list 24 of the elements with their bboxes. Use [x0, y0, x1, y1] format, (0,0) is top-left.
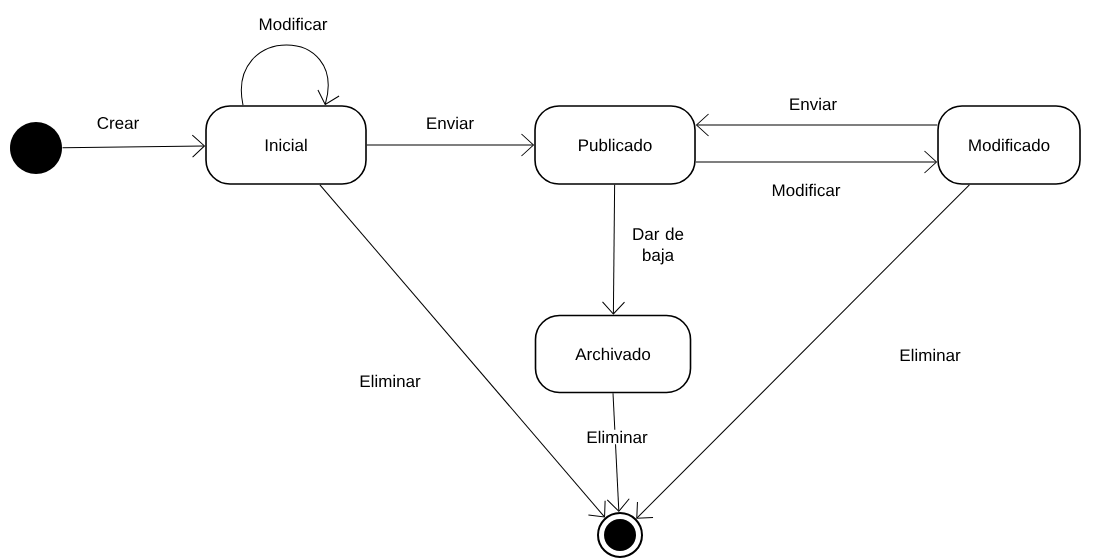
arrow	[636, 184, 970, 519]
arrow	[62, 134, 205, 158]
arrow	[366, 133, 534, 157]
arrow	[602, 184, 625, 315]
arrow	[241, 44, 340, 106]
state-box: Modificado	[937, 105, 1081, 185]
edge-label: Eliminar	[585, 429, 649, 445]
edge-label: Crear	[95, 116, 141, 130]
edge-label: Eliminar	[898, 347, 962, 363]
edge-label: Dar de baja	[622, 226, 694, 266]
edge-label: Enviar	[424, 115, 476, 131]
final-state	[597, 512, 643, 558]
arrow	[696, 113, 938, 137]
arrow	[319, 184, 606, 518]
initial-state	[10, 122, 62, 174]
edge-label: Modificar	[770, 182, 842, 198]
arrow	[606, 392, 630, 512]
edge-label: Modificar	[257, 16, 329, 32]
state-box: Archivado	[534, 314, 692, 394]
edge-label: Eliminar	[358, 373, 422, 389]
edge-label: Enviar	[787, 96, 839, 112]
state-box: Publicado	[534, 105, 696, 185]
arrow	[695, 150, 937, 174]
state-box: Inicial	[205, 105, 367, 185]
